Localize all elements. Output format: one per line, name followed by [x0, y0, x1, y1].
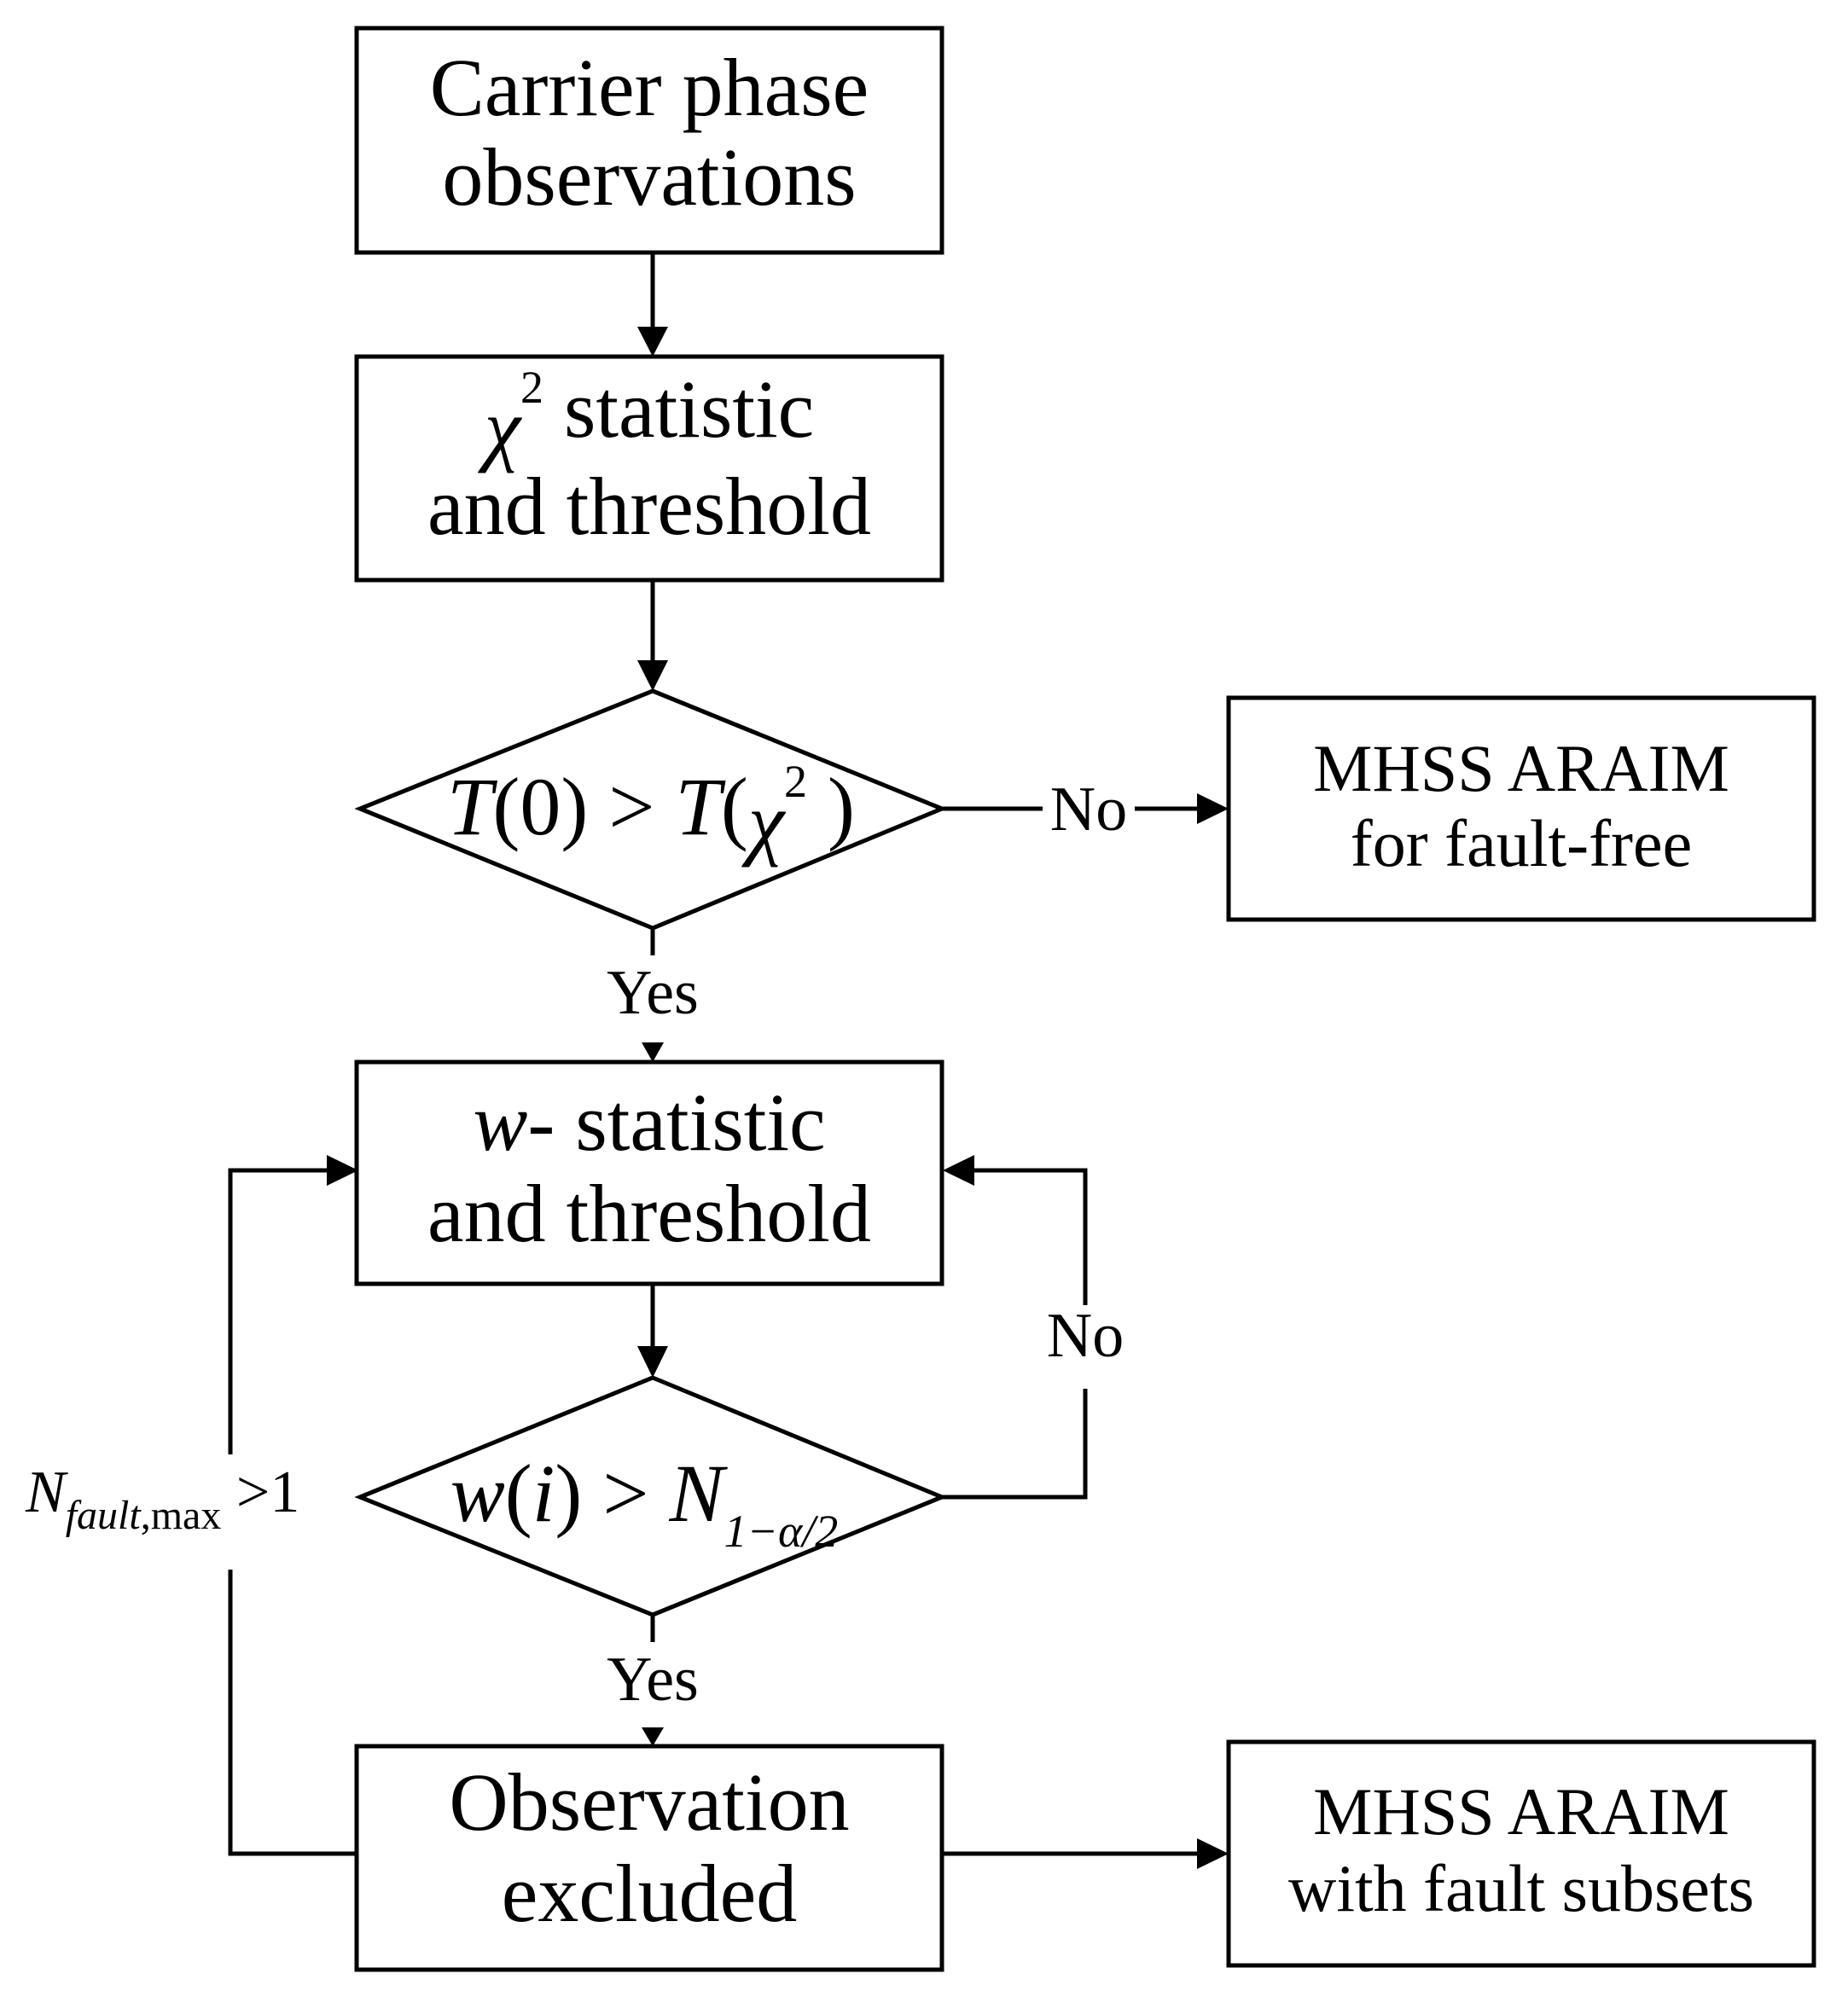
- mhss-fault-subsets-line2: with fault subsets: [1288, 1851, 1754, 1925]
- chi2-statistic-line1: χ2 statistic: [478, 362, 815, 473]
- w-statistic-line1: w- statistic: [473, 1077, 825, 1168]
- chi-symbol: χ: [478, 382, 523, 473]
- chi2-statistic-line2: and threshold: [427, 461, 871, 552]
- gt-sign: >: [588, 761, 675, 852]
- chi-superscript-2: 2: [784, 756, 807, 807]
- arrowhead-decision2: [637, 1346, 668, 1378]
- arrowhead-w-stat-left: [327, 1155, 358, 1186]
- i-symbol: i: [532, 1448, 555, 1539]
- arrowhead-mhss-free: [1197, 793, 1229, 824]
- edge-decision2-no-loop-b: [973, 1168, 1088, 1305]
- decision-chi2-test: [354, 688, 948, 931]
- mhss-fault-subsets-box: [1226, 1739, 1816, 1968]
- rparen-3: ): [555, 1448, 582, 1539]
- w-statistic-box: [354, 1059, 944, 1286]
- t-symbol: T: [447, 761, 498, 852]
- n-symbol: N: [668, 1448, 728, 1539]
- w-statistic-word: - statistic: [527, 1077, 825, 1168]
- n-subscript: 1−α/2: [724, 1506, 839, 1557]
- gt-sign-2: >: [582, 1448, 669, 1539]
- chi2-statistic-box: [354, 354, 944, 583]
- rparen: ): [561, 761, 588, 852]
- edge-excluded-loop-b: [228, 1168, 328, 1454]
- arrowhead-w-stat: [642, 1042, 664, 1062]
- zero: 0: [520, 761, 561, 852]
- label-fault-loop: Nfault,max >1: [25, 1460, 299, 1538]
- chi-superscript: 2: [520, 362, 543, 413]
- label-no-2: No: [1047, 1301, 1124, 1371]
- carrier-phase-line2: observations: [442, 131, 856, 223]
- arrowhead-excluded: [642, 1727, 664, 1746]
- label-yes-2: Yes: [607, 1645, 699, 1715]
- fault-subscript: fault: [66, 1493, 142, 1538]
- arrowhead-mhss-fault: [1197, 1838, 1229, 1869]
- carrier-phase-box: [354, 26, 944, 255]
- lparen: (: [492, 761, 520, 852]
- arrowhead-w-stat-right: [943, 1155, 974, 1186]
- chi-symbol-2: χ: [741, 776, 787, 868]
- gt-one: >1: [221, 1460, 299, 1525]
- statistic-word: statistic: [543, 363, 814, 455]
- edge-decision2-no-loop: [942, 1389, 1088, 1500]
- mhss-fault-subsets-line1: MHSS ARAIM: [1313, 1774, 1729, 1849]
- n-fault-symbol: N: [25, 1460, 68, 1525]
- w-statistic-line2: and threshold: [427, 1168, 871, 1259]
- decision-chi2-condition: T(0) > T(χ2 ): [447, 756, 855, 868]
- lparen-3: (: [505, 1448, 532, 1539]
- decision-w-test: [354, 1375, 948, 1617]
- label-yes-1: Yes: [607, 958, 699, 1028]
- arrowhead-decision1: [637, 660, 668, 691]
- observation-excluded-line2: excluded: [502, 1848, 798, 1939]
- decision-w-condition: w(i) > N1−α/2: [450, 1448, 839, 1557]
- observation-excluded-line1: Observation: [449, 1756, 849, 1848]
- w-symbol-2: w: [450, 1448, 505, 1539]
- edge-excluded-loop: [228, 1570, 357, 1856]
- label-no-1: No: [1050, 775, 1127, 845]
- arrowhead-chi2: [637, 327, 668, 357]
- carrier-phase-line1: Carrier phase: [430, 42, 869, 133]
- mhss-fault-free-line1: MHSS ARAIM: [1313, 731, 1729, 805]
- observation-excluded-box: [354, 1744, 944, 1972]
- max-subscript: ,max: [141, 1493, 222, 1538]
- t-symbol-2: T: [675, 761, 726, 852]
- lparen-2: (: [721, 761, 748, 852]
- w-symbol: w: [473, 1077, 527, 1168]
- mhss-fault-free-box: [1226, 695, 1816, 922]
- mhss-fault-free-line2: for fault-free: [1351, 806, 1693, 880]
- rparen-2: ): [807, 761, 855, 852]
